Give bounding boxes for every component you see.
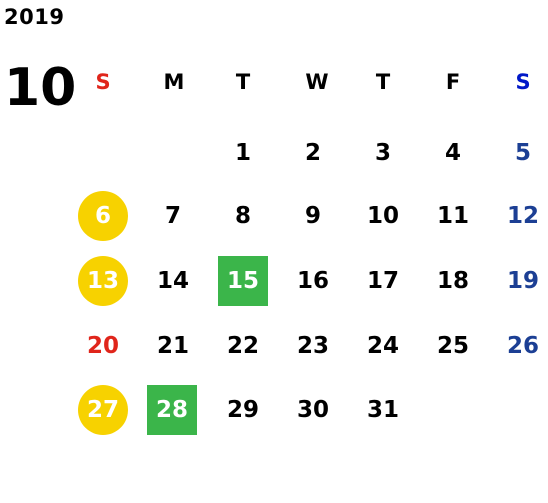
day-cell[interactable]: 7 bbox=[164, 203, 181, 229]
day-cell-saturday[interactable]: 12 bbox=[506, 203, 539, 229]
day-cell[interactable]: 22 bbox=[226, 333, 259, 359]
day-cell[interactable]: 21 bbox=[156, 333, 189, 359]
day-cell[interactable]: 24 bbox=[366, 333, 399, 359]
day-cell-holiday[interactable]: 15 bbox=[218, 256, 268, 306]
day-cell-sunday-holiday[interactable]: 6 bbox=[78, 191, 128, 241]
year-label: 2019 bbox=[4, 5, 65, 29]
weekday-tue: T bbox=[235, 70, 251, 94]
day-cell[interactable]: 17 bbox=[366, 268, 399, 294]
day-cell[interactable]: 2 bbox=[304, 140, 321, 166]
weekday-sat: S bbox=[515, 70, 531, 94]
day-cell-saturday[interactable]: 26 bbox=[506, 333, 539, 359]
day-cell-sunday-holiday[interactable]: 13 bbox=[78, 256, 128, 306]
day-cell[interactable]: 11 bbox=[436, 203, 469, 229]
weekday-wed: W bbox=[305, 70, 329, 94]
day-cell[interactable]: 25 bbox=[436, 333, 469, 359]
day-cell[interactable]: 14 bbox=[156, 268, 189, 294]
weekday-thu: T bbox=[375, 70, 391, 94]
day-cell[interactable]: 1 bbox=[234, 140, 251, 166]
day-cell-sunday-holiday[interactable]: 27 bbox=[78, 385, 128, 435]
day-cell-saturday[interactable]: 19 bbox=[506, 268, 539, 294]
weekday-fri: F bbox=[445, 70, 461, 94]
day-cell[interactable]: 3 bbox=[374, 140, 391, 166]
day-cell-sunday[interactable]: 20 bbox=[86, 333, 119, 359]
day-cell[interactable]: 23 bbox=[296, 333, 329, 359]
month-number: 10 bbox=[4, 58, 77, 118]
day-cell[interactable]: 18 bbox=[436, 268, 469, 294]
day-cell-saturday[interactable]: 5 bbox=[514, 140, 531, 166]
weekday-mon: M bbox=[163, 70, 185, 94]
day-cell[interactable]: 29 bbox=[226, 397, 259, 423]
day-cell[interactable]: 9 bbox=[304, 203, 321, 229]
day-cell[interactable]: 31 bbox=[366, 397, 399, 423]
day-cell[interactable]: 4 bbox=[444, 140, 461, 166]
weekday-sun: S bbox=[95, 70, 111, 94]
day-cell[interactable]: 30 bbox=[296, 397, 329, 423]
day-cell[interactable]: 10 bbox=[366, 203, 399, 229]
day-cell[interactable]: 8 bbox=[234, 203, 251, 229]
day-cell-holiday[interactable]: 28 bbox=[147, 385, 197, 435]
day-cell[interactable]: 16 bbox=[296, 268, 329, 294]
